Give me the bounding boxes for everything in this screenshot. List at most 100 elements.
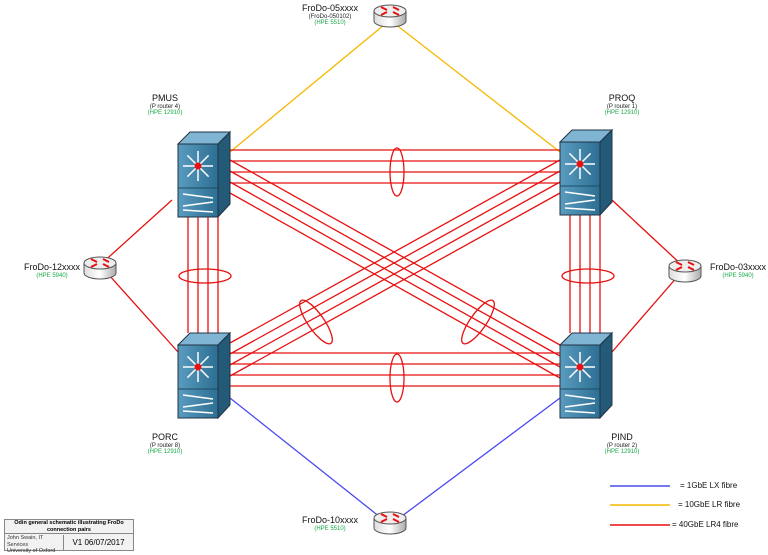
pind-name: PIND — [611, 432, 633, 442]
proq-switch-side — [599, 128, 613, 217]
frodo03-router-icon — [668, 259, 702, 283]
frodo12-router-arrow — [90, 258, 98, 263]
frodo12-label: FroDo-12xxxx (HPE 5940) — [23, 262, 81, 279]
frodo03-router-arrow — [687, 261, 695, 266]
porc-switch-core — [194, 363, 202, 371]
frodo05-router-icon — [373, 4, 407, 28]
porc-label: PORC (P router 8) (HPE 12910) — [147, 432, 183, 456]
pmus-label: PMUS (P router 4) (HPE 12910) — [147, 93, 183, 117]
frodo05-label: FroDo-05xxxx (FroDo-050102) (HPE 5510) — [301, 3, 359, 27]
link-frodo05-proq — [389, 19, 561, 153]
frodo10-router-top — [373, 511, 407, 525]
porc-switch-port-arrow — [182, 410, 214, 414]
proq-label: PROQ (P router 1) (HPE 12910) — [604, 93, 640, 117]
title-block-version: V1 06/07/2017 — [63, 535, 133, 550]
frodo12-name: FroDo-12xxxx — [23, 262, 81, 272]
title-block-author-org: John Swain, IT Services University of Ox… — [7, 535, 59, 555]
frodo03-router-arrow — [675, 266, 683, 271]
lag-pmus-pind — [461, 299, 495, 345]
legend-1gbe: = 1GbE LX fibre — [680, 481, 738, 490]
frodo10-router-arrow — [392, 518, 400, 523]
porc-switch-port-arrow — [182, 402, 214, 408]
pind-model: (HPE 12910) — [604, 449, 640, 456]
pind-switch-core — [576, 363, 584, 371]
porc-switch-icon — [176, 331, 232, 420]
title-block-org: University of Oxford — [7, 548, 56, 554]
title-block-title: Odin general schematic illustrating FroD… — [5, 520, 133, 534]
frodo05-model: (HPE 5510) — [314, 20, 346, 27]
link-frodo03-pind — [611, 267, 686, 353]
proq-model: (HPE 12910) — [604, 110, 640, 117]
pmus-model: (HPE 12910) — [147, 110, 183, 117]
porc-name: PORC — [151, 432, 178, 442]
frodo05-router-top — [373, 4, 407, 18]
frodo03-router-top — [668, 259, 702, 273]
proq-role: (P router 1) — [606, 103, 638, 110]
frodo10-router-arrow — [392, 513, 400, 518]
porc-switch-port-arrow — [182, 394, 214, 400]
frodo12-router-arrow — [102, 263, 110, 268]
legend-10gbe: = 10GbE LR fibre — [678, 500, 741, 509]
pmus-switch-side — [217, 130, 231, 219]
lag-ellipses-layer — [178, 147, 615, 403]
link-porc-proq — [229, 159, 561, 344]
frodo10-name: FroDo-10xxxx — [301, 515, 359, 525]
link-porc-proq — [229, 181, 561, 366]
pind-label: PIND (P router 2) (HPE 12910) — [604, 432, 640, 456]
lag-pmus-porc — [178, 268, 232, 284]
pind-switch-port-arrow — [564, 402, 596, 408]
frodo05-router-arrow — [392, 11, 400, 16]
frodo05-router-arrow — [380, 11, 388, 16]
frodo12-router-top — [83, 256, 117, 270]
link-frodo12-porc — [99, 264, 179, 353]
link-pmus-pind — [229, 159, 561, 346]
frodo12-router-arrow — [102, 258, 110, 263]
pind-role: (P router 2) — [606, 442, 638, 449]
lag-porc-pind — [389, 353, 405, 403]
lag-pmus-proq — [389, 147, 405, 197]
lag-proq-pind — [561, 268, 615, 284]
link-porc-proq — [229, 192, 561, 377]
frodo12-router-icon — [83, 256, 117, 280]
link-frodo10-pind — [389, 397, 561, 526]
frodo03-model: (HPE 5940) — [722, 272, 754, 279]
link-frodo10-porc — [229, 397, 391, 526]
proq-switch-icon — [558, 128, 614, 217]
proq-name: PROQ — [608, 93, 636, 103]
frodo10-label: FroDo-10xxxx (HPE 5510) — [301, 515, 359, 532]
frodo10-router-arrow — [380, 518, 388, 523]
pmus-name: PMUS — [151, 93, 178, 103]
porc-switch-side — [217, 331, 231, 420]
frodo12-model: (HPE 5940) — [36, 272, 68, 279]
proq-switch-port-arrow — [564, 199, 596, 205]
pmus-switch-port-arrow — [182, 201, 214, 207]
link-pmus-pind — [229, 192, 561, 379]
porc-model: (HPE 12910) — [147, 449, 183, 456]
legend-40gbe: = 40GbE LR4 fibre — [672, 520, 739, 529]
frodo10-router-icon — [373, 511, 407, 535]
pind-switch-port-arrow — [564, 394, 596, 400]
link-pmus-pind — [229, 170, 561, 357]
frodo10-model: (HPE 5510) — [314, 525, 346, 532]
frodo12-router-arrow — [90, 263, 98, 268]
legend-lines — [610, 485, 670, 526]
link-frodo05-pmus — [229, 19, 391, 153]
frodo05-role: (FroDo-050102) — [308, 13, 352, 20]
frodo03-label: FroDo-03xxxx (HPE 5940) — [710, 262, 766, 279]
pmus-switch-port-arrow — [182, 209, 214, 213]
link-frodo12-pmus — [99, 199, 173, 266]
frodo05-name: FroDo-05xxxx — [301, 3, 359, 13]
frodo03-router-arrow — [687, 266, 695, 271]
frodo05-router-arrow — [380, 6, 388, 11]
title-block-author: John Swain, IT Services — [7, 535, 44, 548]
link-pmus-pind — [229, 181, 561, 368]
proq-switch-port-arrow — [564, 191, 596, 197]
lag-porc-proq — [299, 299, 333, 345]
proq-switch-port-arrow — [564, 207, 596, 211]
frodo10-router-arrow — [380, 513, 388, 518]
devices-layer — [83, 4, 702, 535]
title-block: Odin general schematic illustrating FroD… — [4, 519, 134, 554]
link-frodo03-proq — [611, 199, 686, 269]
frodo05-router-arrow — [392, 6, 400, 11]
